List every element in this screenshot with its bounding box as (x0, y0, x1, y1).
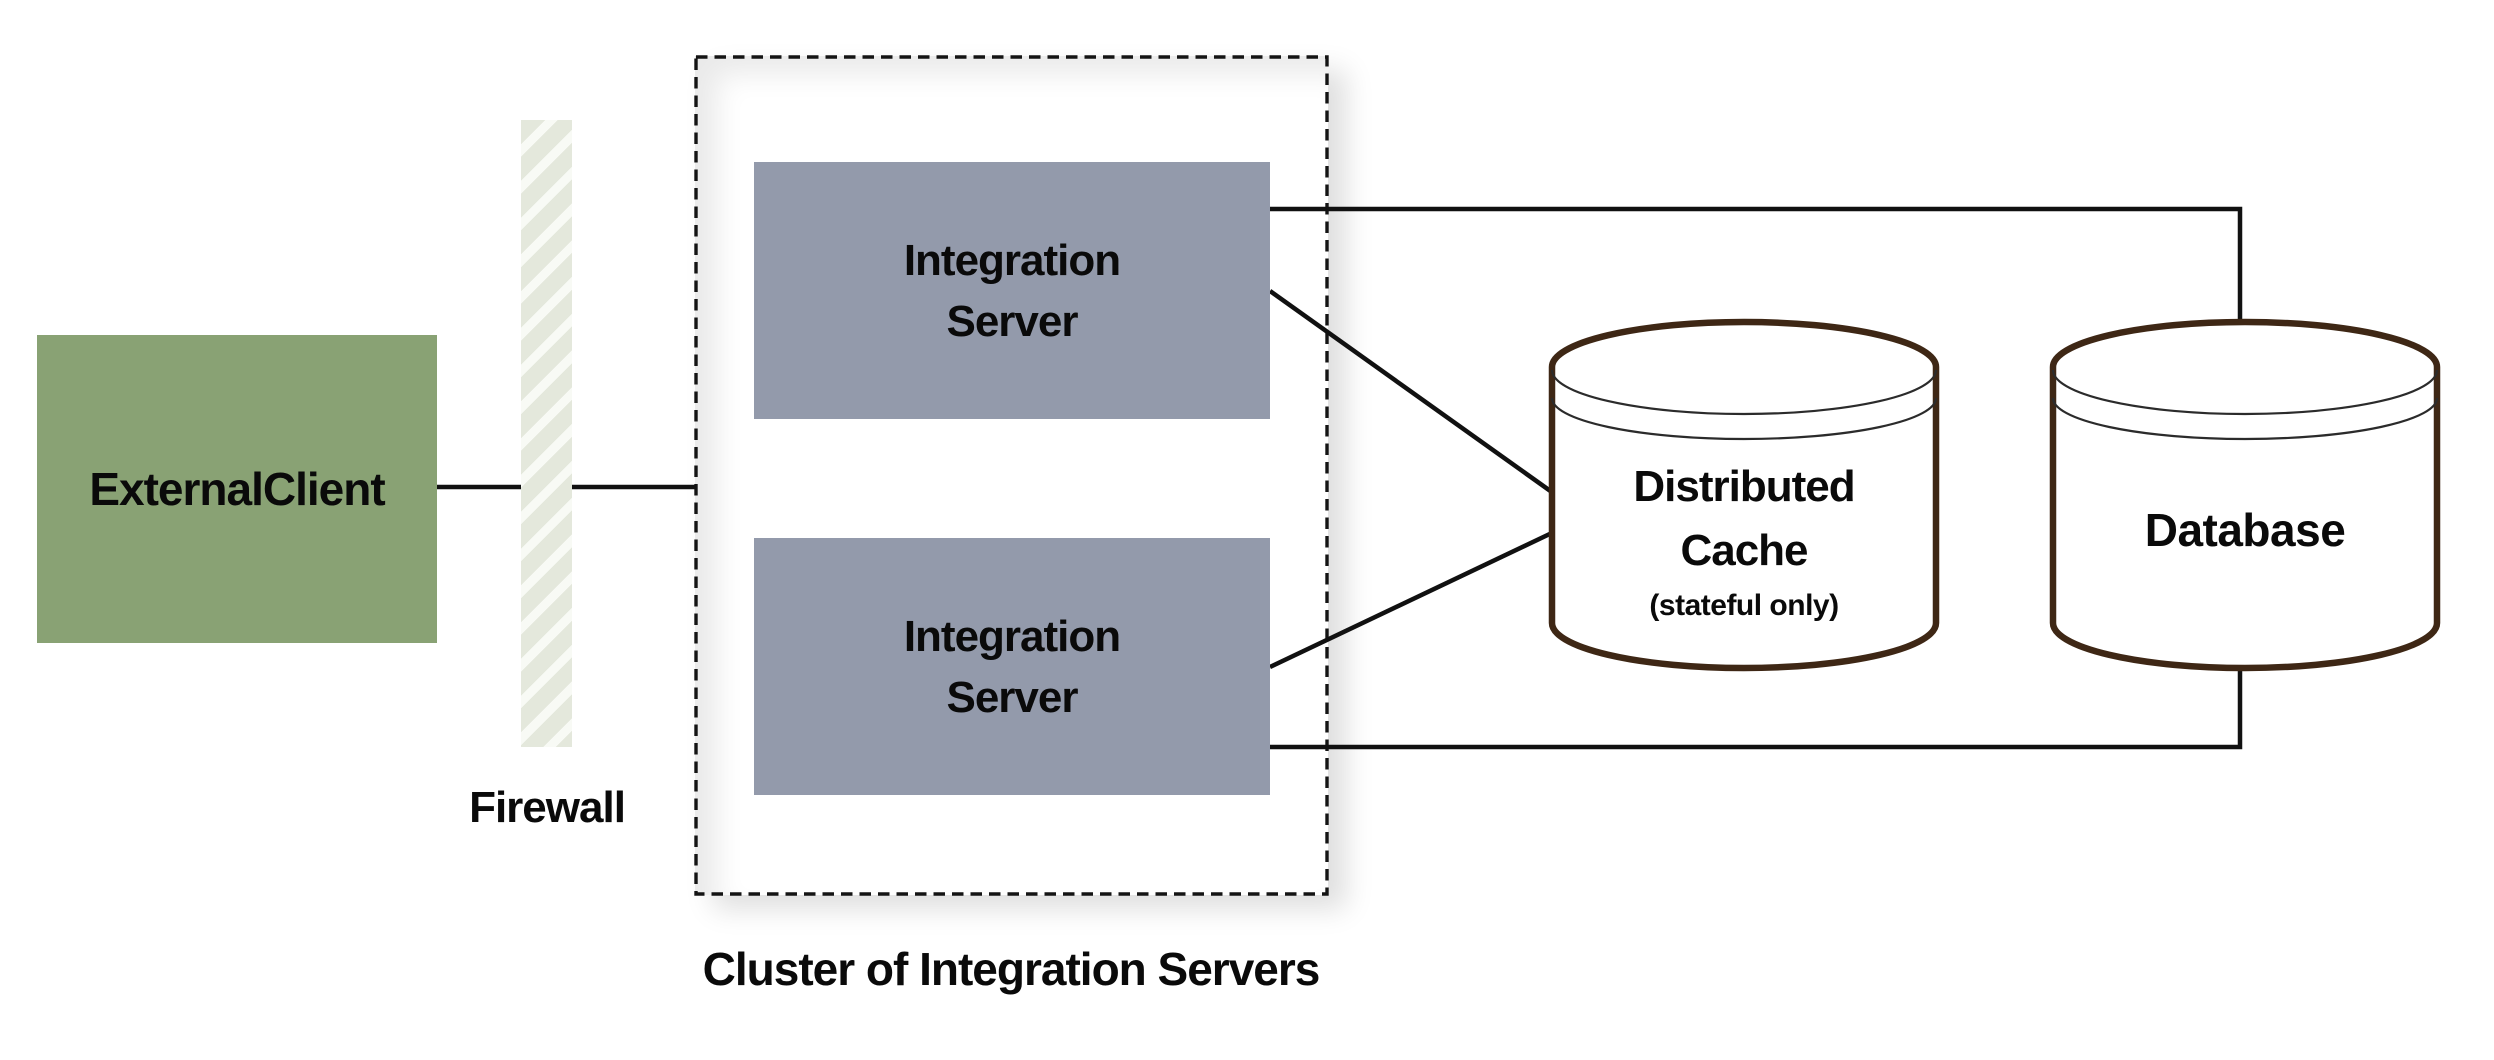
cluster-caption: Cluster of Integration Servers (702, 943, 1321, 995)
firewall-bar (521, 120, 572, 747)
external-client-node: ExternalClient (37, 335, 437, 643)
database-cylinder (2049, 318, 2441, 672)
integration-server-top-node: Integration Server (754, 162, 1270, 419)
external-client-label: ExternalClient (89, 463, 385, 515)
database-cylinder-body (2049, 318, 2441, 672)
connector-top-server-to-cache (1268, 289, 1558, 497)
database-label: Database (2144, 504, 2346, 556)
database-cylinder-band-line-1 (2051, 369, 2439, 416)
integration-server-top-label-line1: Integration (903, 235, 1121, 285)
connector-bottom-server-to-database (1270, 635, 2243, 750)
distributed-cache-note: (stateful only) (1649, 589, 1839, 622)
integration-server-bottom-label-line1: Integration (903, 611, 1121, 661)
cluster-dashed-border (694, 55, 1329, 896)
distributed-cache-label-line2: Cache (1680, 526, 1808, 575)
firewall-label: Firewall (469, 783, 626, 832)
integration-server-top-label-line2: Server (946, 296, 1078, 346)
cache-cylinder-band-line-2 (1550, 397, 1938, 441)
connector-top-server-to-database (1270, 206, 2243, 350)
connector-bottom-server-to-cache (1269, 528, 1557, 670)
distributed-cache-label: Distributed Cache (stateful only) (1633, 455, 1855, 629)
database-cylinder-band-line-2 (2051, 397, 2439, 441)
distributed-cache-cylinder (1548, 318, 1940, 672)
integration-server-bottom-node: Integration Server (754, 538, 1270, 795)
cache-cylinder-band-line-1 (1550, 369, 1938, 416)
distributed-cache-label-line1: Distributed (1633, 462, 1855, 511)
integration-server-bottom-label-line2: Server (946, 672, 1078, 722)
